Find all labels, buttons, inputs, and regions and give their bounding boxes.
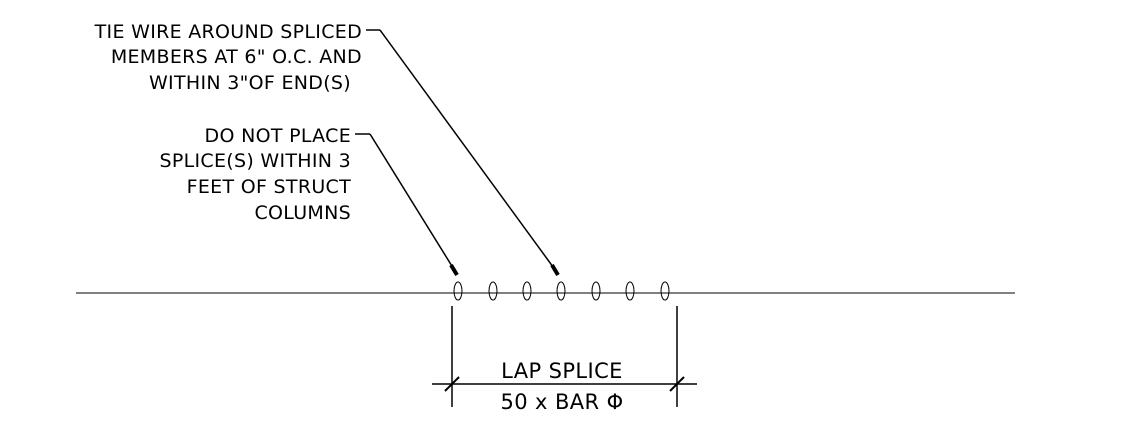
tie-wire-leader-line bbox=[379, 29, 557, 272]
tie-wire-note-line-2: MEMBERS AT 6" O.C. AND bbox=[111, 46, 362, 68]
no-splice-note-line-2: SPLICE(S) WITHIN 3 bbox=[159, 150, 351, 172]
tie-wire-loop bbox=[453, 281, 463, 301]
no-splice-leader-arrowhead bbox=[449, 263, 459, 277]
dimension-tick-left bbox=[444, 376, 460, 392]
tie-wire-loop bbox=[522, 281, 532, 301]
no-splice-leader-line bbox=[369, 133, 456, 272]
tie-wire-loop bbox=[660, 281, 670, 301]
dimension-label-bar-multiplier: 50 x BAR Φ bbox=[500, 390, 623, 414]
tie-wire-note: TIE WIRE AROUND SPLICED MEMBERS AT 6" O.… bbox=[94, 21, 362, 94]
tie-wire-note-line-3: WITHIN 3"OF END(S) bbox=[149, 72, 351, 94]
dimension-label-lap-splice: LAP SPLICE bbox=[501, 359, 623, 383]
no-splice-note: DO NOT PLACE SPLICE(S) WITHIN 3 FEET OF … bbox=[159, 125, 351, 224]
tie-wire-loop bbox=[556, 281, 566, 301]
no-splice-note-line-1: DO NOT PLACE bbox=[205, 125, 351, 147]
no-splice-note-line-4: COLUMNS bbox=[254, 202, 351, 224]
tie-wire-loop bbox=[625, 281, 635, 301]
tie-wire-loop bbox=[488, 281, 498, 301]
tie-wire-note-line-1: TIE WIRE AROUND SPLICED bbox=[94, 21, 362, 43]
tie-wire-loops bbox=[453, 281, 670, 301]
dimension-tick-right bbox=[669, 376, 685, 392]
no-splice-note-line-3: FEET OF STRUCT bbox=[187, 176, 351, 198]
tie-wire-leader bbox=[366, 29, 560, 277]
tie-wire-loop bbox=[591, 281, 601, 301]
no-splice-leader bbox=[355, 133, 459, 277]
tie-wire-leader-arrowhead bbox=[550, 263, 560, 277]
